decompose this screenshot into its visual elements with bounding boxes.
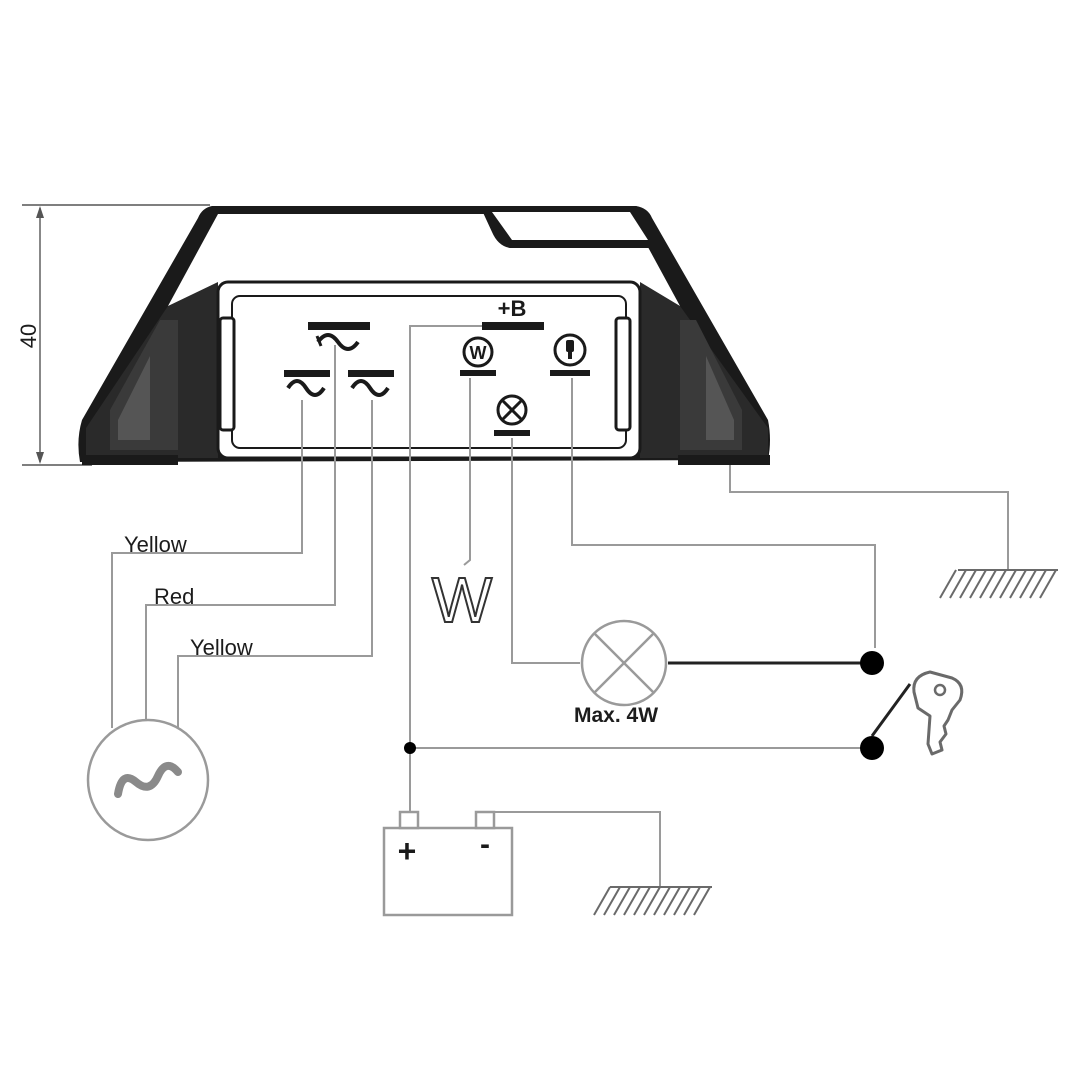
- ignition-switch: [860, 651, 912, 760]
- height-label: 40: [16, 324, 41, 348]
- ground-symbol-housing: [939, 569, 1058, 599]
- wire-ignition: [571, 378, 876, 648]
- alternator: [86, 718, 210, 842]
- wire-phase2: [145, 345, 336, 722]
- svg-text:W: W: [470, 343, 487, 363]
- wire-phase3: [177, 400, 373, 728]
- wire-battery-minus: [484, 811, 661, 887]
- key-icon: [912, 670, 964, 756]
- terminal-phase3-symbol: [348, 370, 394, 397]
- lamp-rating-label: Max. 4W: [574, 704, 658, 727]
- terminal-phase1-symbol: [284, 370, 330, 397]
- warning-lamp: Max. 4W: [574, 619, 668, 727]
- wire-housing-ground: [729, 465, 1009, 570]
- battery-minus-label: -: [480, 828, 490, 861]
- wire-phase1-label: Yellow: [124, 532, 187, 557]
- regulator-housing: [78, 206, 770, 465]
- battery: + -: [382, 810, 514, 917]
- wire-battery-plus: [409, 325, 482, 812]
- wiring: [111, 325, 1009, 887]
- terminal-w-symbol: W: [460, 336, 496, 376]
- terminal-lamp-symbol: [494, 394, 530, 436]
- terminal-battery-symbol: +B: [482, 296, 544, 330]
- wire-phase2-label: Red: [154, 584, 194, 609]
- height-dimension: 40: [16, 204, 210, 466]
- battery-plus-label: +: [398, 833, 417, 869]
- terminal-phase2-symbol: [308, 322, 370, 351]
- w-output-label: W: [432, 564, 493, 636]
- terminal-ignition-symbol: [550, 333, 590, 376]
- ground-symbol-battery: [593, 886, 712, 916]
- wire-lamp-in: [511, 438, 580, 664]
- junction-dot: [404, 742, 416, 754]
- wire-phase3-label: Yellow: [190, 635, 253, 660]
- battery-terminal-label: +B: [498, 296, 527, 321]
- wire-w-output: [463, 378, 471, 566]
- wire-phase1: [111, 400, 303, 728]
